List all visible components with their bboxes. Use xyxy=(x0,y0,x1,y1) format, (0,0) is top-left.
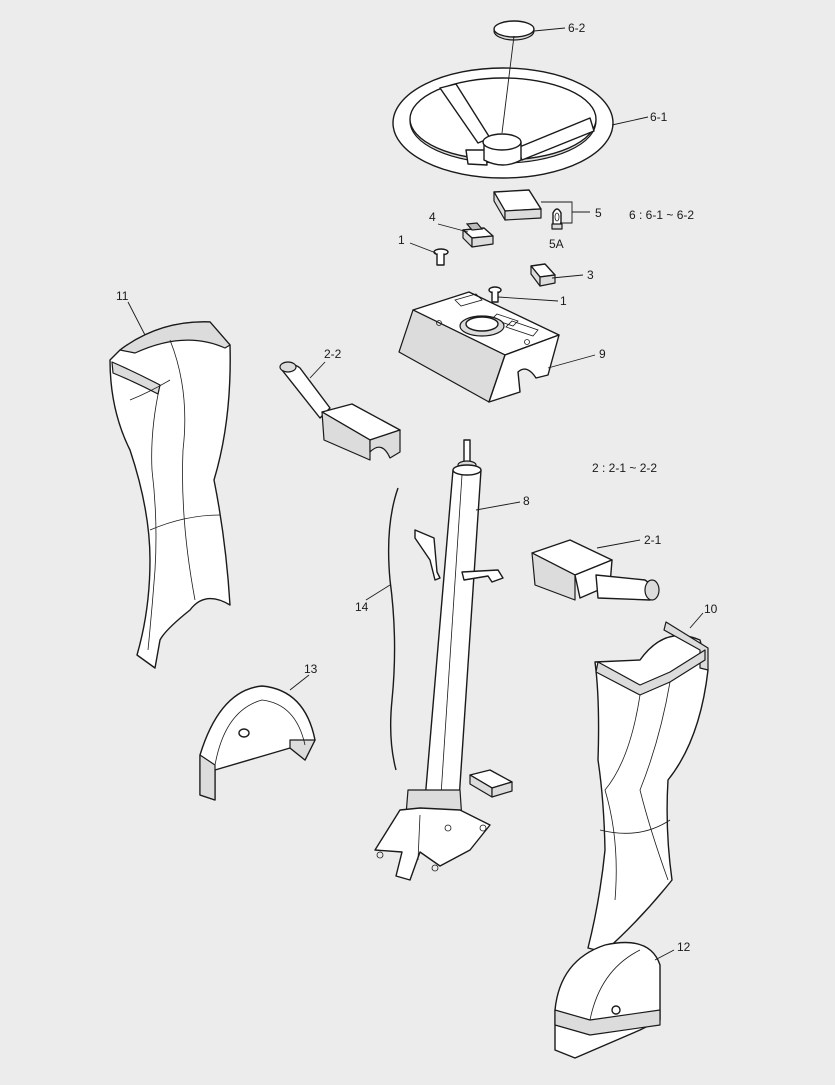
label-6-1: 6-1 xyxy=(650,110,668,124)
part-rubber-block xyxy=(469,769,513,798)
label-13: 13 xyxy=(304,662,318,676)
part-console-9 xyxy=(398,291,560,403)
label-4: 4 xyxy=(429,210,436,224)
callout-labels: 6-2 6-1 5 5A 6 : 6-1 ~ 6-2 4 1 3 1 11 2-… xyxy=(116,21,718,954)
part-cover-11 xyxy=(109,321,231,669)
label-11: 11 xyxy=(116,289,129,303)
label-2-note: 2 : 2-1 ~ 2-2 xyxy=(592,461,657,475)
part-switch-4 xyxy=(462,222,494,248)
part-column-8 xyxy=(374,439,504,881)
label-10: 10 xyxy=(704,602,718,616)
label-1-left: 1 xyxy=(398,233,405,247)
label-9: 9 xyxy=(599,347,606,361)
label-3: 3 xyxy=(587,268,594,282)
part-cover-12 xyxy=(554,941,661,1059)
label-2-1: 2-1 xyxy=(644,533,662,547)
part-cable-14 xyxy=(387,487,399,771)
part-switch-5 xyxy=(493,189,542,221)
part-lever-2-1 xyxy=(531,539,660,601)
part-cover-10 xyxy=(587,621,709,953)
label-5a: 5A xyxy=(549,237,564,251)
part-pin-1-left xyxy=(433,248,449,266)
part-lever-2-2 xyxy=(279,361,401,461)
label-14: 14 xyxy=(355,600,369,614)
part-switch-3 xyxy=(530,263,556,287)
label-6-note: 6 : 6-1 ~ 6-2 xyxy=(629,208,694,222)
part-steering-cap xyxy=(493,20,535,41)
leader-lines xyxy=(127,27,704,961)
part-cover-13 xyxy=(199,685,316,801)
part-pin-1-right xyxy=(488,286,502,303)
label-2-2: 2-2 xyxy=(324,347,342,361)
part-bulb-5a xyxy=(551,208,563,230)
label-6-2: 6-2 xyxy=(568,21,586,35)
label-5: 5 xyxy=(595,206,602,220)
label-12: 12 xyxy=(677,940,691,954)
label-1-right: 1 xyxy=(560,294,567,308)
label-8: 8 xyxy=(523,494,530,508)
